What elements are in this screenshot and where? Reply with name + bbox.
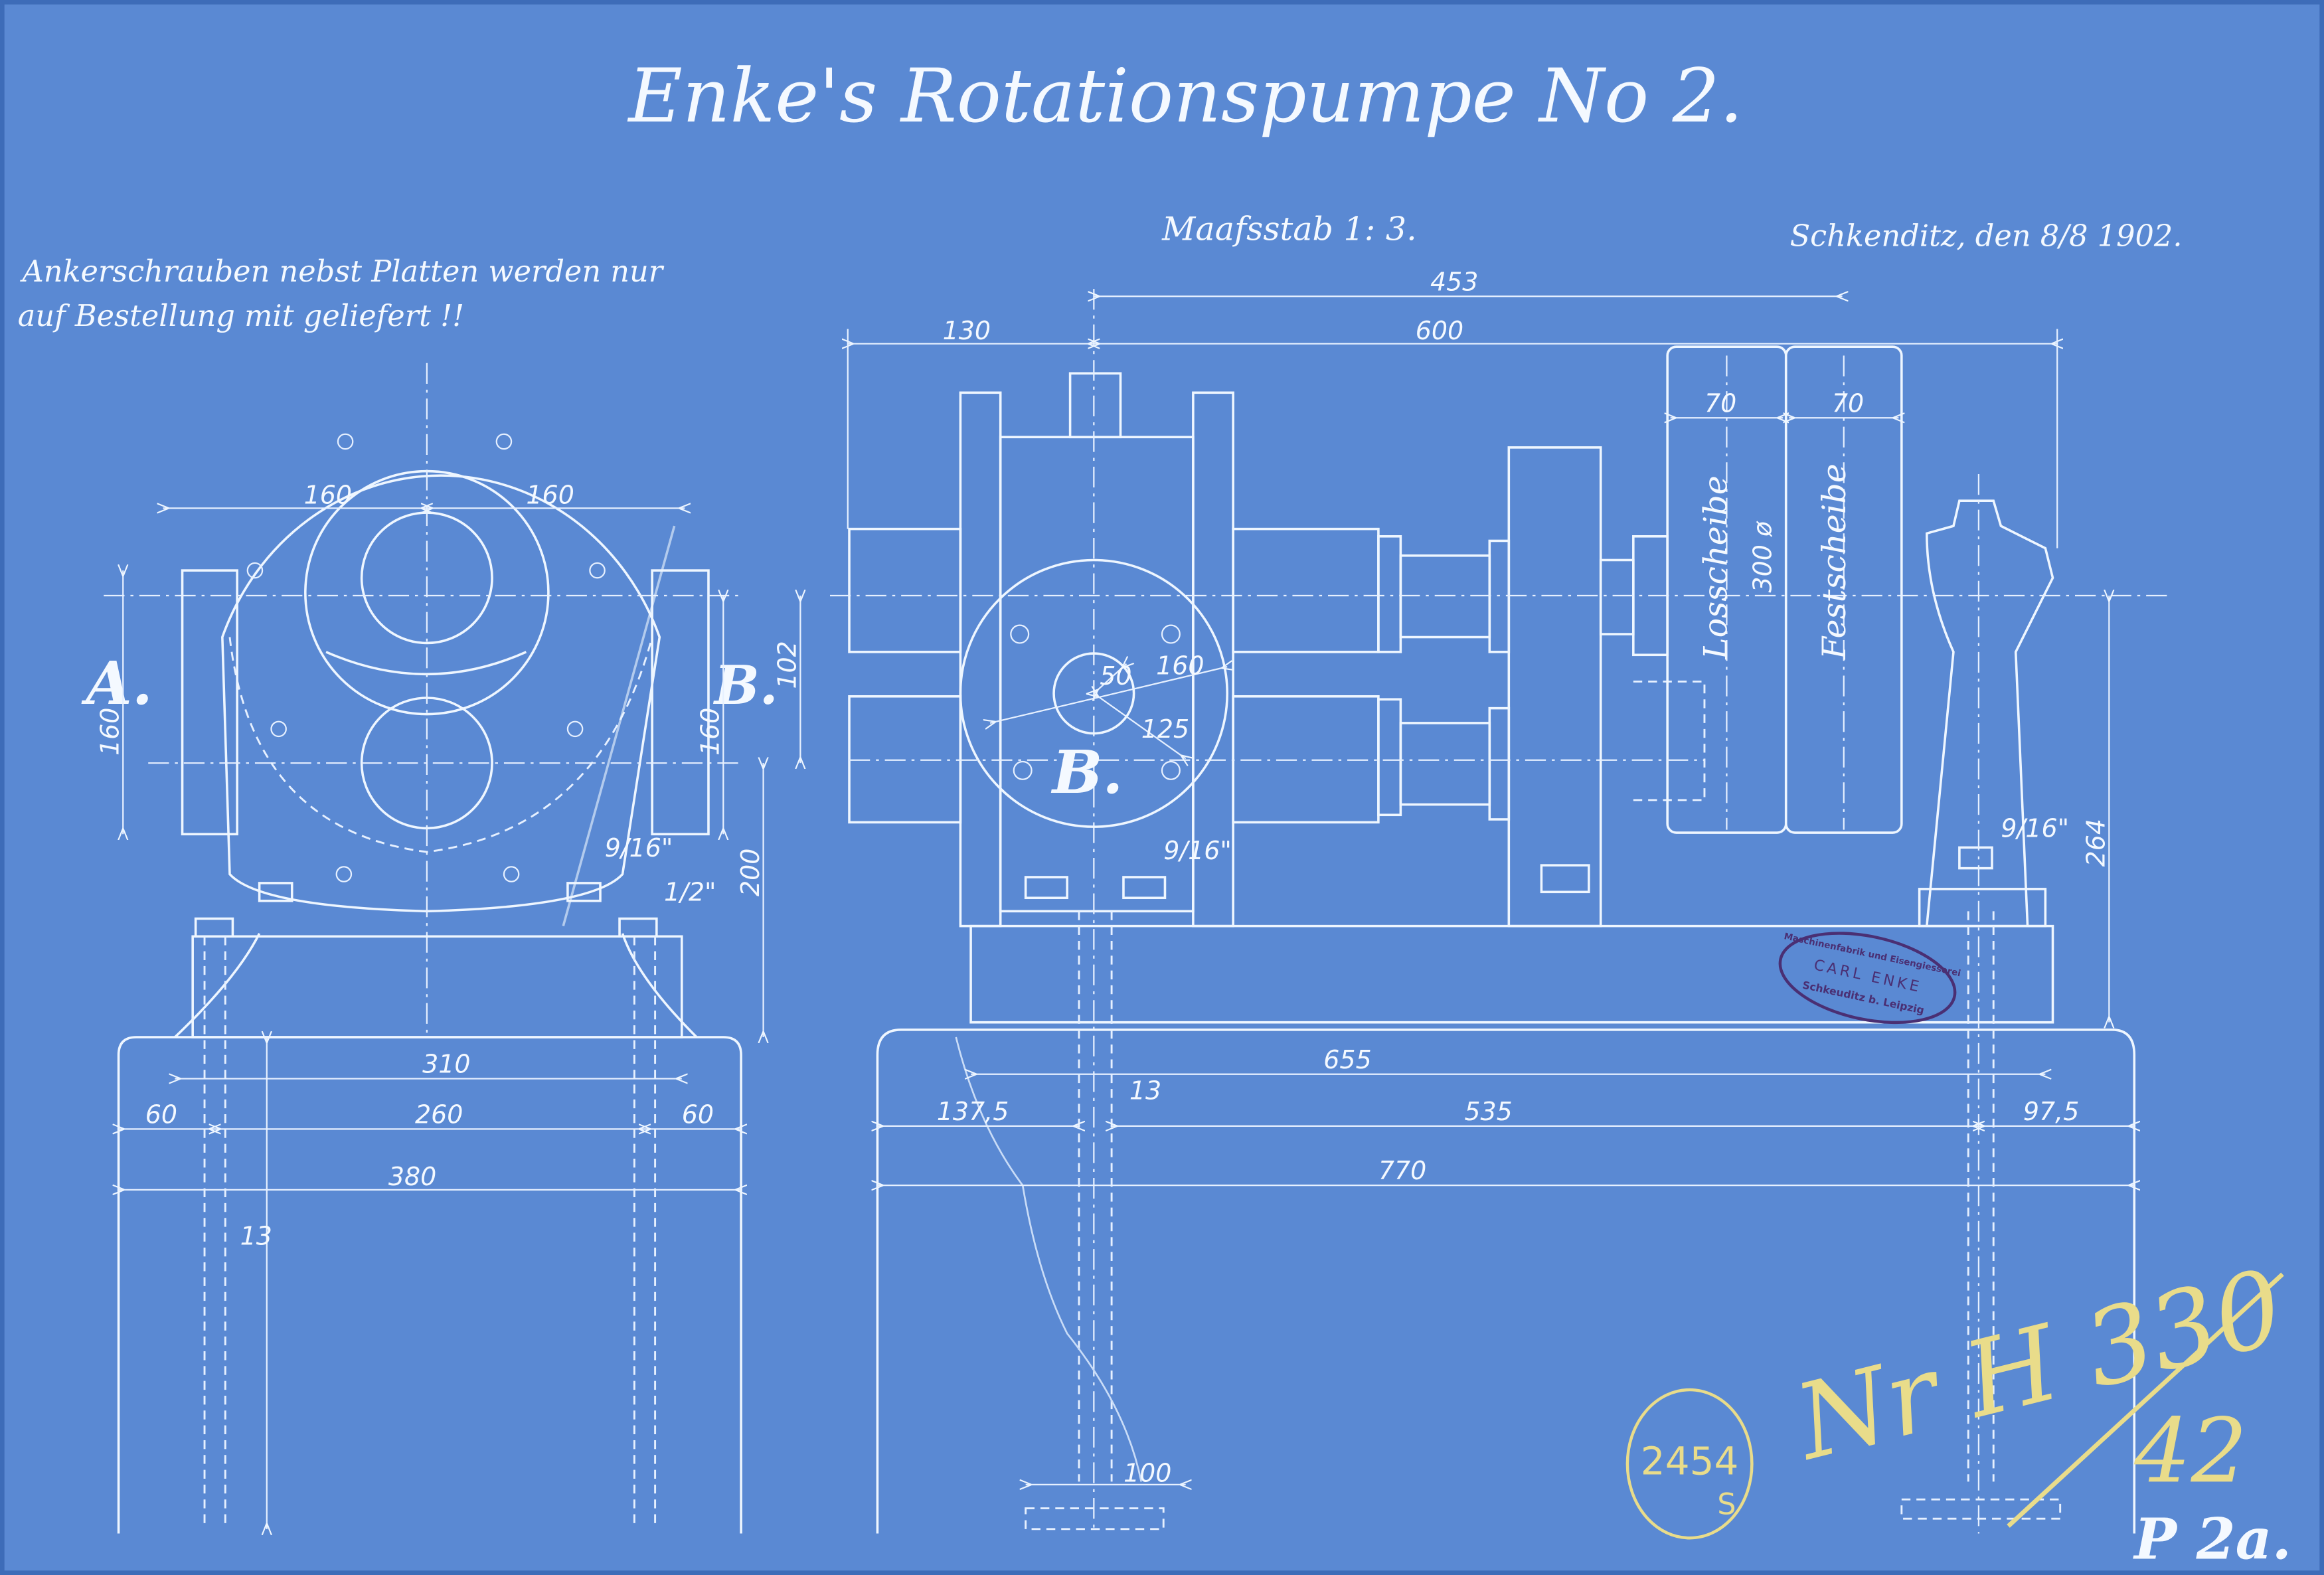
pulley-diameter: 300 ø [1748, 521, 1777, 592]
dim-102: 102 [773, 641, 802, 689]
dim-130: 130 [943, 316, 991, 345]
svg-text:S: S [1717, 1487, 1736, 1522]
place-date: Schkenditz, den 8/8 1902. [1790, 218, 2183, 253]
sheet-number: P 2a. [2133, 1505, 2291, 1572]
svg-text:2454: 2454 [1641, 1438, 1739, 1483]
dim-655: 655 [1323, 1045, 1371, 1074]
bolt-size-right: 9/16" [1163, 836, 1232, 865]
drawing-title: Enke's Rotationspumpe No 2. [627, 53, 1743, 139]
scale-label: Maafsstab 1: 3. [1161, 209, 1417, 248]
dim-535: 535 [1464, 1097, 1512, 1126]
dim-137-5: 137,5 [937, 1097, 1009, 1126]
bolt-size-left: 9/16" [605, 833, 673, 863]
dim-380: 380 [388, 1162, 436, 1191]
dim-125: 125 [1141, 714, 1189, 744]
dim-264: 264 [2082, 819, 2111, 867]
chalk-fraction-line [2007, 1272, 2284, 1528]
dim-160-left: 160 [304, 481, 352, 510]
dim-70-fixed: 70 [1832, 388, 1864, 418]
bolt-size-right-2: 9/16" [2001, 814, 2069, 843]
note-line-2: auf Bestellung mit geliefert !! [18, 299, 464, 333]
dim-60-left: 60 [145, 1100, 177, 1129]
dim-97-5: 97,5 [2023, 1097, 2079, 1126]
dim-310: 310 [422, 1050, 470, 1079]
dim-70-loose: 70 [1704, 388, 1736, 418]
view-label-a: A. [81, 649, 152, 718]
circled-number: 2454 S [1625, 1388, 1754, 1540]
dim-160-right: 160 [526, 481, 574, 510]
chalk-sub-number: 42 [2133, 1399, 2247, 1503]
dim-453: 453 [1430, 267, 1478, 296]
note-line-1: Ankerschrauben nebst Platten werden nur [19, 254, 664, 289]
side-view-dimensions [848, 296, 2134, 1485]
pulley-loose-label: Losscheibe [1696, 475, 1734, 660]
dim-radius-50: 50 [1100, 661, 1131, 691]
dim-100: 100 [1123, 1458, 1171, 1487]
dim-13-right: 13 [1129, 1076, 1161, 1106]
dim-160-height-a: 160 [96, 708, 125, 756]
dim-600: 600 [1416, 316, 1463, 345]
end-view [104, 363, 742, 1534]
dim-160-flange: 160 [1156, 651, 1204, 680]
end-view-dimensions [119, 508, 801, 1529]
dim-13-left: 13 [240, 1221, 272, 1250]
dim-200: 200 [736, 849, 765, 896]
bolt-size-left-2: 1/2" [664, 878, 716, 907]
pulley-fixed-label: Festscheibe [1815, 463, 1853, 660]
dim-260: 260 [415, 1100, 463, 1129]
dim-60-right: 60 [682, 1100, 714, 1129]
dim-160-height-b: 160 [696, 708, 725, 756]
dim-770: 770 [1378, 1156, 1426, 1185]
view-label-b-right: B. [1050, 738, 1123, 807]
side-view [830, 289, 2172, 1534]
